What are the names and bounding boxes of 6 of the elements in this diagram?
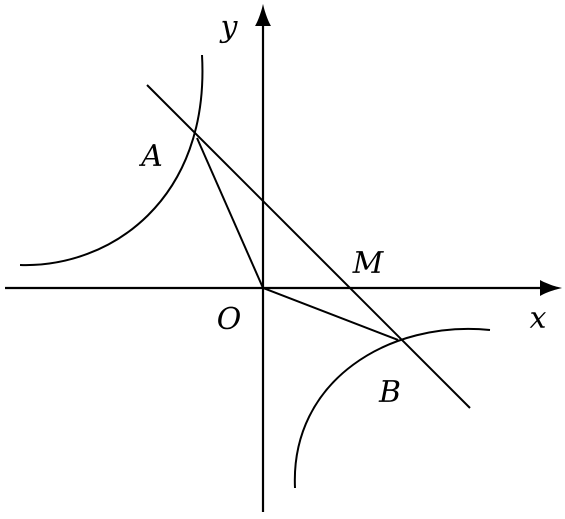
point-label: A bbox=[138, 144, 162, 166]
point-label: B bbox=[378, 380, 400, 402]
point-label: O bbox=[218, 306, 240, 330]
axis-label: x bbox=[530, 312, 546, 328]
axis-label: y bbox=[219, 20, 238, 44]
point-label: M bbox=[352, 251, 384, 273]
